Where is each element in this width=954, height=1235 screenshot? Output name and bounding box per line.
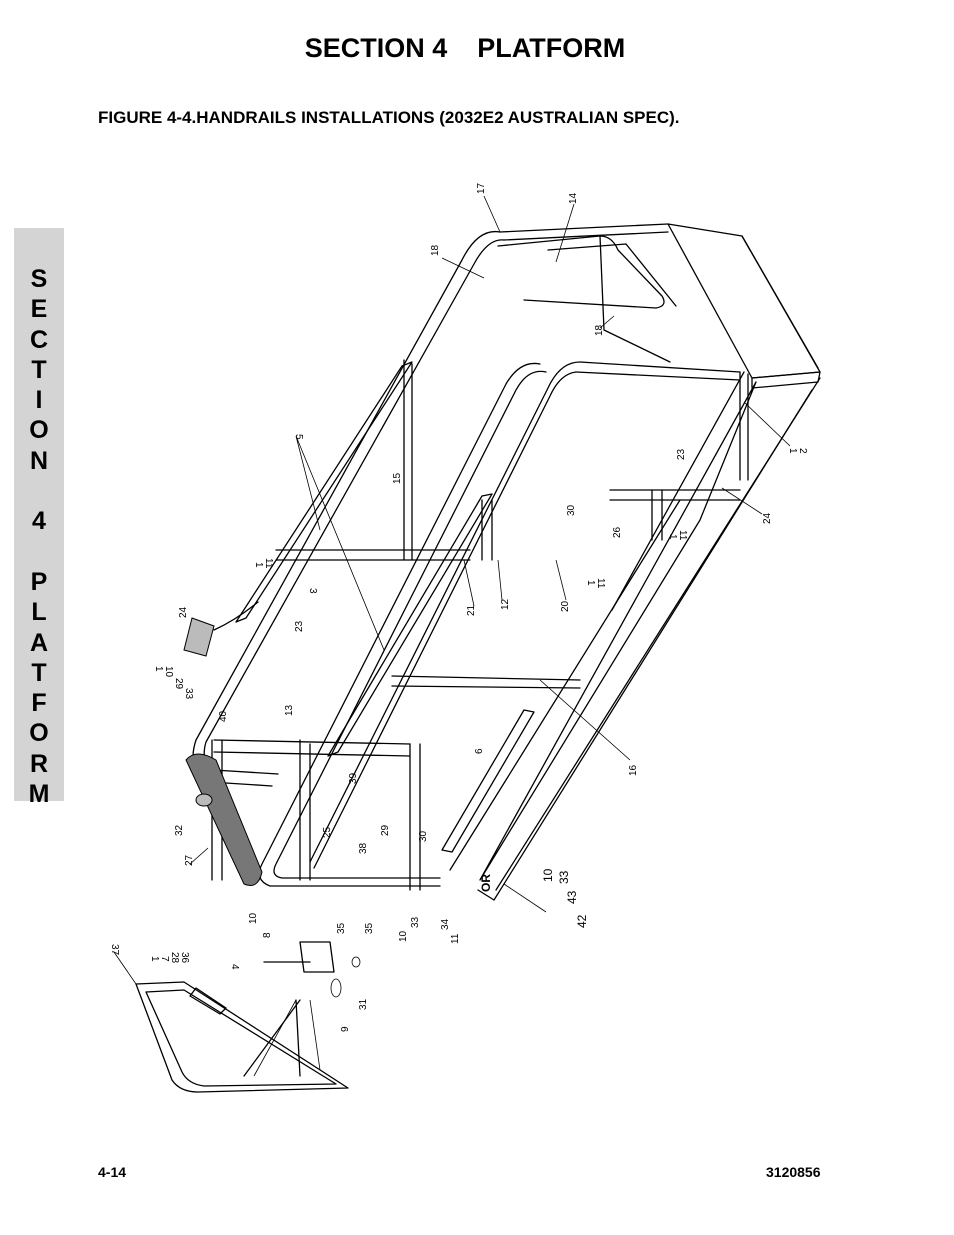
side-tab-letter: M — [28, 780, 50, 809]
callout-label: 30 — [418, 830, 429, 842]
callout-label: 40 — [218, 710, 229, 722]
document-number: 3120856 — [766, 1164, 821, 1180]
callout-label: 9 — [340, 1026, 351, 1032]
callout-label: 26 — [612, 526, 623, 538]
callout-label: 1 — [253, 562, 264, 568]
callout-label: 30 — [566, 504, 577, 516]
figure-title: FIGURE 4-4.HANDRAILS INSTALLATIONS (2032… — [98, 108, 680, 127]
callout-label: 32 — [174, 824, 185, 836]
side-tab-letter: T — [31, 658, 47, 687]
side-tab-letter: E — [30, 295, 48, 324]
leader-lines — [113, 195, 791, 985]
callout-label: 27 — [184, 854, 195, 866]
top-handrail — [192, 223, 741, 887]
callout-label: 25 — [322, 826, 333, 838]
callout-label: 1 — [153, 666, 164, 672]
callout-label: 24 — [178, 606, 189, 618]
rail-channels — [235, 361, 535, 853]
callout-label: 1 — [787, 448, 798, 454]
side-tab-letter: T — [31, 355, 47, 384]
callouts: 17 14 18 18 5 15 1 2 23 24 30 26 1 11 1 … — [109, 182, 808, 1032]
callout-label: 35 — [336, 922, 347, 934]
callout-label: 3 — [307, 588, 318, 594]
callout-label: 29 — [380, 824, 391, 836]
callout-label: 28 — [169, 952, 180, 964]
front-panel — [667, 223, 821, 389]
callout-label: 20 — [560, 600, 571, 612]
section-title: SECTION 4 PLATFORM — [304, 33, 626, 63]
vertical-posts — [211, 359, 749, 891]
callout-label: 38 — [358, 842, 369, 854]
callout-label: 1 — [585, 580, 596, 586]
side-tab-letter: P — [30, 567, 48, 596]
callout-label: 35 — [364, 922, 375, 934]
side-tab-letter: O — [29, 416, 49, 445]
callout-label: 6 — [474, 748, 485, 754]
callout-label: 18 — [430, 244, 441, 256]
side-tab-letter: F — [31, 689, 47, 718]
callout-label: 13 — [284, 704, 295, 716]
side-tab-letter: I — [35, 386, 43, 415]
section-side-tab: S E C T I O N 4 P L A T F O R M — [14, 228, 64, 808]
side-tab-letter: N — [29, 446, 49, 475]
callout-label: 10 — [398, 930, 409, 942]
callout-label: 1 — [149, 956, 160, 962]
page-number: 4-14 — [98, 1164, 127, 1180]
callout-label: 39 — [348, 772, 359, 784]
callout-label: 12 — [500, 598, 511, 610]
side-tab-letter: 4 — [32, 507, 46, 536]
callout-label: 33 — [183, 688, 194, 700]
callout-label: 11 — [450, 933, 461, 944]
callout-label: 42 — [575, 914, 589, 928]
callout-label: 43 — [565, 890, 579, 904]
callout-label: 23 — [294, 620, 305, 632]
side-tab-letter: O — [29, 719, 49, 748]
side-tab-letter: C — [29, 325, 49, 354]
callout-label: 11 — [677, 530, 688, 541]
side-tab-letter: L — [31, 598, 47, 627]
hinge-parts — [183, 601, 263, 886]
callout-label: 31 — [358, 998, 369, 1010]
swing-gate — [135, 941, 361, 1093]
platform-floor-frame — [449, 371, 821, 901]
callout-label: 36 — [179, 952, 190, 964]
side-tab-letter: R — [29, 749, 49, 778]
callout-label: 14 — [568, 192, 579, 204]
callout-label: 24 — [762, 512, 773, 524]
callout-label: 15 — [392, 472, 403, 484]
callout-label: 37 — [109, 944, 120, 956]
side-tab-letter: S — [30, 265, 48, 293]
callout-label: 2 — [797, 448, 808, 454]
callout-label: 8 — [262, 932, 273, 938]
entry-gate-frame — [497, 235, 677, 363]
callout-label: 33 — [557, 870, 571, 884]
callout-label: 10 — [248, 912, 259, 924]
callout-label: 10 — [163, 666, 174, 678]
callout-label: 11 — [263, 558, 274, 569]
callout-label: 16 — [628, 764, 639, 776]
callout-label: 1 — [667, 534, 678, 540]
or-label: OR — [479, 874, 493, 892]
callout-label: 11 — [595, 578, 606, 589]
callout-label: 18 — [594, 324, 605, 336]
side-tab-letter: A — [29, 628, 49, 657]
callout-label: 5 — [293, 434, 304, 440]
callout-label: 21 — [466, 604, 477, 616]
callout-label: 4 — [229, 964, 240, 970]
callout-label: 34 — [440, 918, 451, 930]
callout-label: 17 — [476, 182, 487, 194]
callout-label: 33 — [410, 916, 421, 928]
callout-label: 7 — [159, 956, 170, 962]
callout-label: 23 — [676, 448, 687, 460]
callout-label: 10 — [541, 868, 555, 882]
callout-label: 29 — [173, 678, 184, 690]
side-tab-text: S E C T I O N 4 P L A T F O R M — [14, 264, 64, 809]
